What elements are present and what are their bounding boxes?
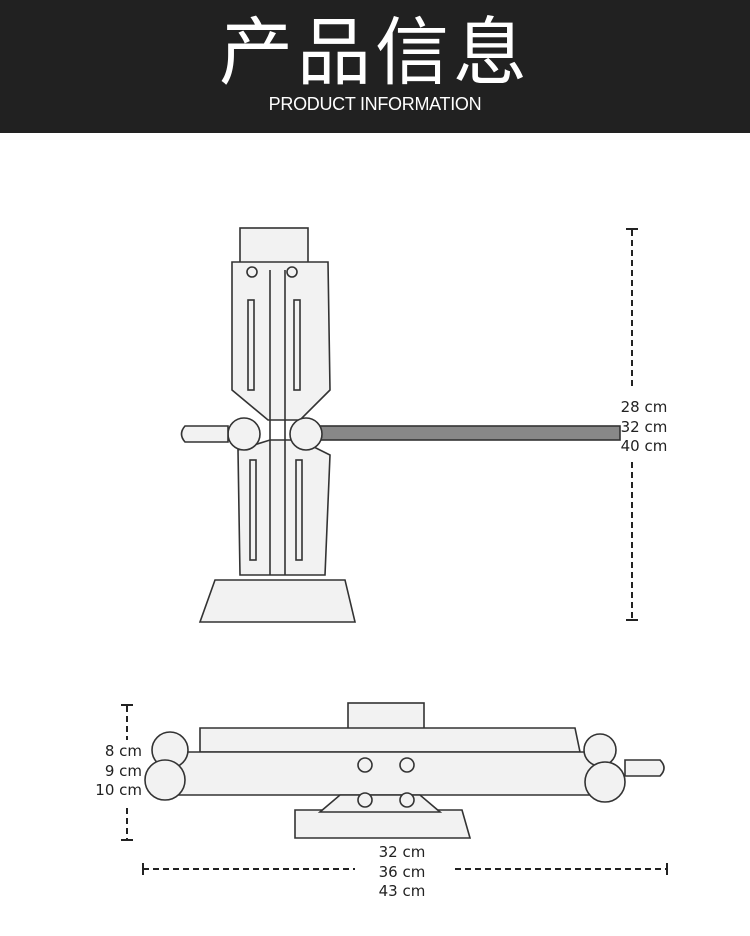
jack-upright-image [180, 227, 621, 623]
dim-value: 32 cm [378, 843, 426, 861]
dim-value: 8 cm [104, 742, 142, 760]
page-subtitle: PRODUCT INFORMATION [268, 94, 482, 114]
jack-folded-image [144, 702, 665, 839]
dimension-lines [126, 230, 667, 870]
dim-value: 43 cm [378, 882, 426, 900]
folded-height-dimension-label: 8 cm 9 cm 10 cm [82, 742, 142, 801]
dim-value: 9 cm [104, 761, 142, 780]
height-dimension-label: 28 cm 32 cm 40 cm [612, 398, 676, 457]
dim-value: 10 cm [95, 781, 142, 799]
dim-value: 40 cm [620, 437, 668, 455]
dim-value: 32 cm [620, 417, 668, 436]
header-banner: 产品信息 PRODUCT INFORMATION [0, 0, 750, 133]
length-dimension-label: 32 cm 36 cm 43 cm [370, 843, 434, 902]
dim-value: 36 cm [378, 862, 426, 881]
page-title: 产品信息 [219, 10, 531, 96]
dim-value: 28 cm [620, 398, 668, 416]
